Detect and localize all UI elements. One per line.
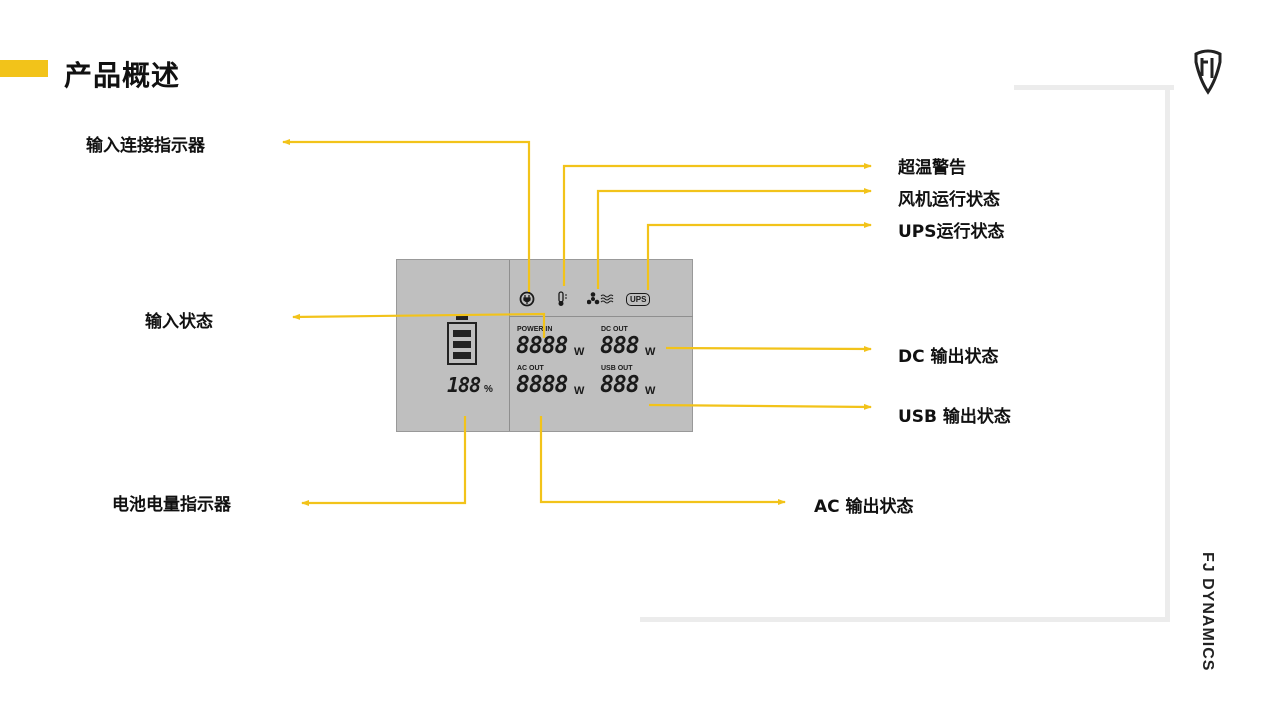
dc-out-value: 888 — [600, 333, 640, 359]
power-in-unit: W — [574, 346, 585, 358]
brand-logo-icon — [1194, 49, 1222, 95]
input-plug-icon — [518, 291, 536, 307]
brand-name: FJ DYNAMICS — [1199, 552, 1216, 672]
usb-out-value: 888 — [600, 372, 640, 398]
line-input-connection — [282, 139, 531, 292]
line-dc-output — [665, 345, 872, 352]
callout-dc-output: DC 输出状态 — [898, 347, 999, 367]
callout-fan-status: 风机运行状态 — [898, 190, 1000, 210]
line-fan-status — [596, 188, 872, 289]
decorative-frame — [640, 85, 1170, 622]
lcd-panel: 188 % UPS POWER IN 8888 W DC OUT 888 W A… — [396, 259, 693, 432]
fan-icon — [587, 291, 617, 307]
line-ac-output — [539, 416, 786, 505]
ac-out-unit: W — [574, 385, 585, 397]
line-usb-output — [648, 403, 872, 410]
power-in-value: 8888 — [516, 333, 568, 359]
line-ups-status — [646, 222, 872, 290]
dc-out-unit: W — [645, 346, 656, 358]
callout-battery-level: 电池电量指示器 — [112, 495, 231, 515]
line-battery-level — [301, 416, 467, 506]
callout-input-connection: 输入连接指示器 — [86, 136, 205, 156]
ac-out-value: 8888 — [516, 372, 568, 398]
battery-percent-value: 188 — [447, 373, 481, 397]
callout-ups-status: UPS运行状态 — [898, 222, 1005, 242]
thermometer-icon — [555, 291, 569, 307]
battery-percent-symbol: % — [484, 384, 493, 395]
callout-input-status: 输入状态 — [145, 312, 213, 332]
decorative-frame-top — [1014, 85, 1174, 90]
usb-out-label: USB OUT — [601, 365, 633, 372]
ac-out-label: AC OUT — [517, 365, 544, 372]
callout-over-temp: 超温警告 — [898, 158, 966, 178]
line-input-status — [292, 312, 546, 338]
lcd-divider-horizontal — [509, 316, 693, 317]
callout-ac-output: AC 输出状态 — [814, 497, 914, 517]
callout-usb-output: USB 输出状态 — [898, 407, 1011, 427]
usb-out-unit: W — [645, 385, 656, 397]
lcd-divider-vertical — [509, 260, 510, 431]
title-accent-bar — [0, 60, 48, 77]
ups-icon: UPS — [626, 291, 651, 307]
page-title: 产品概述 — [64, 59, 181, 92]
battery-icon — [447, 315, 477, 365]
power-in-label: POWER IN — [517, 326, 553, 333]
line-over-temp — [562, 163, 872, 286]
dc-out-label: DC OUT — [601, 326, 628, 333]
